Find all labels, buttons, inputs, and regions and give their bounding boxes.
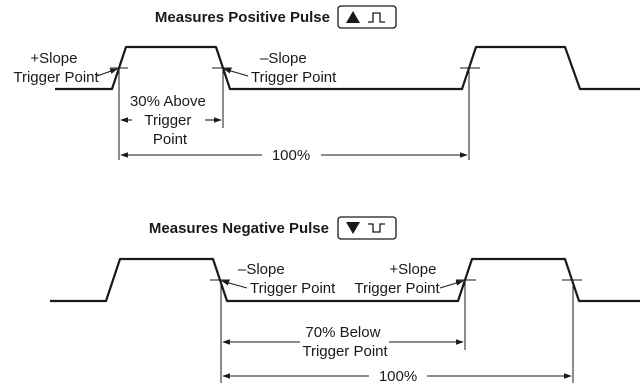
positive-minus-slope-arrow [223, 68, 249, 77]
negative-period-dimension [222, 280, 574, 383]
positive-minus-slope-label: –Slope Trigger Point [251, 50, 337, 86]
negative-minus-slope-arrow [221, 280, 248, 289]
positive-plus-slope-arrow [96, 68, 118, 77]
negative-period-label: 100% [379, 368, 417, 383]
negative-pulse-title: Measures Negative Pulse [149, 220, 329, 237]
negative-pulse-icon [337, 216, 397, 240]
positive-width-dimension [118, 68, 224, 160]
positive-period-dimension [120, 68, 470, 160]
negative-waveform [50, 257, 640, 303]
positive-period-label: 100% [272, 147, 310, 164]
positive-width-label: 30% Above Trigger Point [130, 93, 210, 148]
positive-waveform [55, 45, 640, 91]
negative-width-label: 70% Below Trigger Point [302, 324, 388, 360]
negative-minus-slope-label: –Slope Trigger Point [238, 261, 336, 297]
negative-width-dimension [220, 280, 466, 383]
positive-plus-slope-label: +Slope Trigger Point [13, 50, 99, 86]
negative-plus-slope-label: +Slope Trigger Point [354, 261, 440, 297]
positive-pulse-title: Measures Positive Pulse [155, 9, 330, 26]
positive-pulse-icon [337, 5, 397, 29]
negative-plus-slope-arrow [439, 280, 464, 289]
